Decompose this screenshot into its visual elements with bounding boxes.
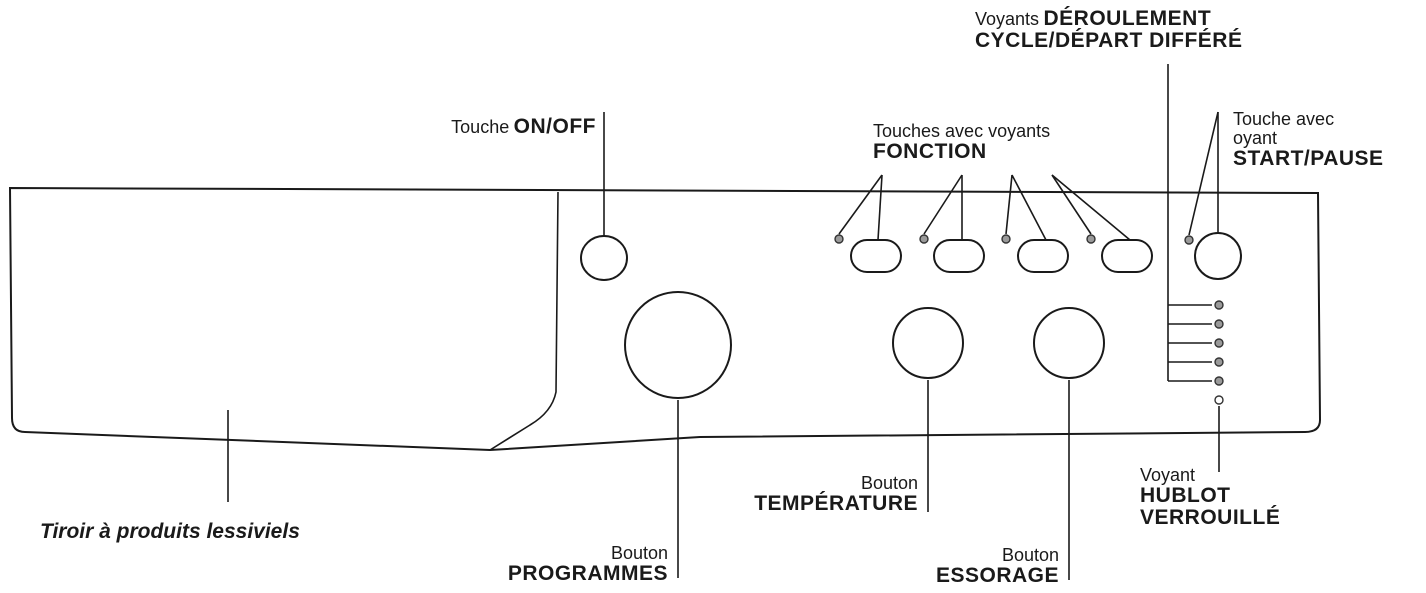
label-start-pause-line1: Touche avec [1233, 109, 1335, 129]
label-deroulement: Voyants DÉROULEMENT CYCLE/DÉPART DIFFÉRÉ [975, 7, 1243, 53]
label-hublot-bold2: VERROUILLÉ [1140, 505, 1281, 529]
label-tiroir: Tiroir à produits lessiviels [40, 520, 300, 543]
on-off-button[interactable] [580, 235, 628, 281]
label-hublot-prefix: Voyant [1140, 465, 1196, 485]
cycle-led-5 [1214, 376, 1224, 386]
label-temperature-bold: TEMPÉRATURE [754, 491, 918, 515]
start-pause-led [1184, 235, 1194, 245]
function-led-2 [919, 234, 929, 244]
cycle-led-2 [1214, 319, 1224, 329]
function-button-1[interactable] [850, 239, 902, 273]
label-programmes: Bouton PROGRAMMES [508, 544, 668, 585]
label-essorage: Bouton ESSORAGE [936, 546, 1059, 587]
label-fonction: Touches avec voyants FONCTION [873, 122, 1050, 163]
label-start-pause-line2: oyant [1233, 127, 1278, 148]
door-lock-led [1214, 395, 1224, 405]
label-deroulement-prefix: Voyants [975, 9, 1040, 29]
label-start-pause-bold: START/PAUSE [1233, 146, 1384, 170]
label-programmes-bold: PROGRAMMES [507, 561, 668, 585]
label-essorage-bold: ESSORAGE [935, 563, 1059, 587]
temperature-dial[interactable] [892, 307, 964, 379]
start-pause-button[interactable] [1194, 232, 1242, 280]
label-hublot: Voyant HUBLOT VERROUILLÉ [1140, 466, 1280, 529]
cycle-led-4 [1214, 357, 1224, 367]
programmes-dial[interactable] [624, 291, 732, 399]
label-fonction-prefix: Touches avec voyants [873, 121, 1051, 141]
function-led-1 [834, 234, 844, 244]
label-temperature: Bouton TEMPÉRATURE [754, 474, 918, 515]
function-led-4 [1086, 234, 1096, 244]
leader-deroulement [1167, 64, 1212, 382]
label-on-off-bold: ON/OFF [513, 115, 596, 138]
drawer-divider [489, 191, 559, 451]
label-deroulement-bold1: DÉROULEMENT [1043, 7, 1212, 30]
label-temperature-prefix: Bouton [860, 473, 918, 493]
label-essorage-prefix: Bouton [1001, 545, 1059, 565]
label-on-off-prefix: Touche [451, 117, 510, 137]
function-button-2[interactable] [933, 239, 985, 273]
label-fonction-bold: FONCTION [873, 139, 987, 163]
cycle-led-1 [1214, 300, 1224, 310]
function-button-4[interactable] [1101, 239, 1153, 273]
label-deroulement-bold2: CYCLE/DÉPART DIFFÉRÉ [975, 29, 1243, 53]
label-start-pause: Touche avec oyant START/PAUSE [1233, 110, 1384, 170]
essorage-dial[interactable] [1033, 307, 1105, 379]
function-button-3[interactable] [1017, 239, 1069, 273]
leader-fonction [838, 174, 1131, 241]
leader-start-pause [1188, 111, 1219, 236]
label-programmes-prefix: Bouton [610, 543, 668, 563]
label-hublot-bold1: HUBLOT [1140, 483, 1231, 507]
cycle-led-3 [1214, 338, 1224, 348]
label-on-off: Touche ON/OFF [451, 115, 596, 138]
function-led-3 [1001, 234, 1011, 244]
